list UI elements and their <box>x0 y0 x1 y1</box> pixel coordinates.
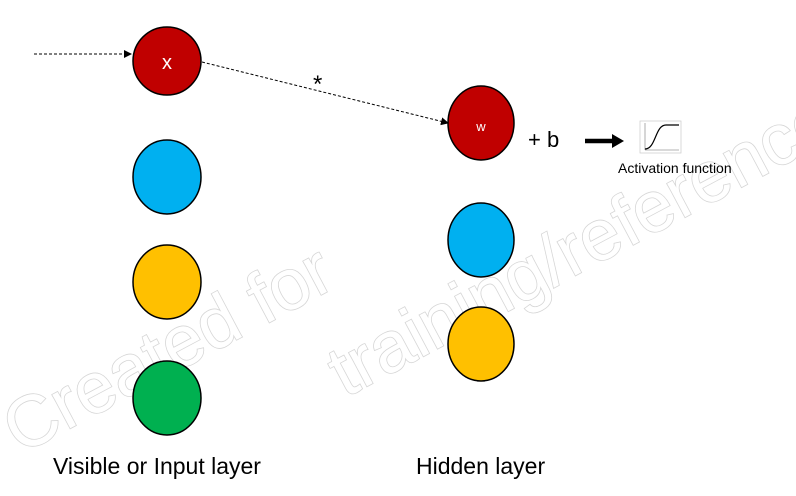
hidden-layer: w <box>447 85 515 382</box>
hidden-layer-label: Hidden layer <box>416 453 545 479</box>
hidden-node-w <box>447 85 515 161</box>
multiply-operator: * <box>313 71 322 98</box>
input-node-yellow <box>132 244 202 320</box>
sigmoid-icon <box>639 120 682 154</box>
input-node-x-label: x <box>162 52 172 74</box>
hidden-node-w-label: w <box>475 119 486 134</box>
hidden-node-yellow <box>447 306 515 382</box>
input-node-green <box>132 360 202 436</box>
visible-layer: x <box>132 26 202 436</box>
activation-arrow <box>585 134 624 148</box>
activation-function-label: Activation function <box>618 160 732 176</box>
visible-layer-label: Visible or Input layer <box>53 453 261 479</box>
bias-operator: + b <box>528 127 559 152</box>
hidden-node-blue <box>447 202 515 278</box>
input-node-blue <box>132 139 202 215</box>
input-node-x <box>132 26 202 96</box>
weight-arrow <box>201 61 449 126</box>
